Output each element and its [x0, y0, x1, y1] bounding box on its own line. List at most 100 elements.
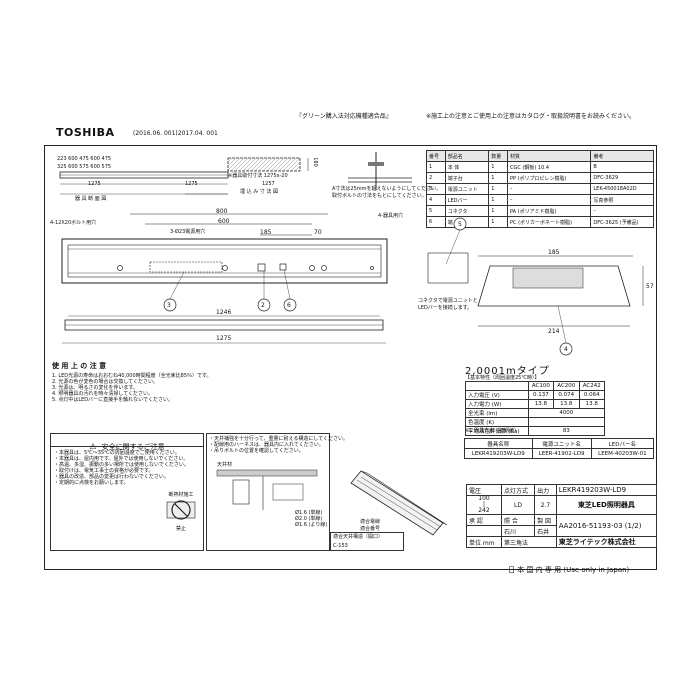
install-box: ・天井補強を十分行って、重量に耐える構造にしてください。 ・配線用のハーネスは、… [206, 433, 348, 551]
install-table-header: 適合天井構造（開口） [333, 534, 384, 540]
callout-3: 3 [167, 302, 171, 309]
check-label: 照 合 [500, 514, 536, 526]
drawing-no-cell: AA2016-51193-03 (1/2) [555, 514, 658, 537]
type-title: 2,0001mタイプ [465, 366, 550, 377]
table-row: 単位 mm 第三角法 東芝ライテック株式会社 [466, 536, 658, 548]
connector-label-2: LEDバーを接続します。 [418, 305, 473, 311]
side-svg [427, 217, 644, 356]
parts-cell: 1 [488, 172, 508, 184]
wire-cell: Ø1.6 (単線) [295, 510, 323, 516]
install-line: ・天井補強を十分行って、重量に耐える構造にしてください。 [209, 436, 349, 442]
parts-cell: – [506, 183, 592, 195]
japan-only: 日 本 国 内 専 用 (Use only in Japan) [508, 566, 630, 574]
spec-cell: 0.137 [527, 390, 555, 400]
parts-cell: 1 [426, 161, 446, 173]
parts-cell: 電源ユニット [444, 183, 490, 195]
safety-line: ・高温、多湿、振動の多い場所では使用しないでください。 [54, 462, 189, 468]
table-row: 承 認 照 合 製 図 AA2016-51193-03 (1/2) [466, 514, 658, 537]
side-drawing: 5 185 214 57 4 コネクタで電源ユニットと LEDバーを接続します。 [418, 208, 658, 362]
spec-cell [527, 417, 606, 427]
wire-cell: Ø2.0 (単線) [295, 516, 323, 522]
spec-cell: 0.074 [553, 390, 580, 400]
safety-line: ・取付けは、電気工事士の資格が必要です。 [54, 468, 154, 474]
section-svg [59, 171, 229, 195]
side-dim-185: 185 [548, 249, 560, 256]
bolt-note-2: 取付ボルトの寸法をもとにしてください。 [332, 193, 427, 199]
dim-1275-c: 1275 [216, 335, 232, 342]
wire-cell: Ø1.6 (より線) [295, 522, 328, 528]
prohibit-sub: 禁止 [175, 526, 186, 532]
table-row: 電圧 点灯方式 出力 LEKR419203W-LD9 [466, 484, 658, 496]
dim-600: 600 [218, 218, 230, 225]
dim-185: 185 [260, 229, 272, 236]
label-mount-holes: 4-器具用穴 [378, 213, 403, 219]
voltage-values: 100 | 242 [466, 495, 502, 515]
model-cell: LEDバー名 [590, 438, 655, 449]
spec-cell: 全光束 (lm) [465, 408, 529, 418]
drawing-number: AA2016-51193-03 [558, 521, 623, 530]
safety-header: ⚠ 安全に関するご注意 [51, 434, 203, 451]
safety-line: ・定期的に点検をお願いします。 [54, 480, 129, 486]
parts-header: 数量 [488, 150, 508, 162]
output-value: 2.7 [534, 495, 557, 515]
code-box: 適合天井構造（開口） C-153 [330, 532, 404, 551]
company-name: 東芝ライテック株式会社 [555, 536, 658, 548]
voltage-header: 電圧 [466, 484, 502, 496]
parts-header: 番号 [426, 150, 446, 162]
product-name: 東芝LED照明器具 [555, 495, 658, 515]
angle-label: 第三角法 [500, 536, 557, 548]
parts-cell: LEK-450018A02D [590, 183, 654, 195]
toshiba-logo: TOSHIBA [56, 126, 115, 139]
callout-6: 6 [287, 302, 291, 309]
draw-label: 製 図 [534, 514, 557, 526]
model-cell: LEEM-40203W-01 [590, 448, 655, 459]
embed-caption: 埋 込 み 寸 法 図 [240, 189, 278, 195]
spec-caption: 【基本特性（周囲温度25℃時）】 [465, 375, 540, 381]
parts-cell: – [506, 194, 592, 206]
voltage-value: 100 [478, 495, 490, 502]
safety-title: 安全に関するご注意 [101, 443, 165, 451]
dim-800: 800 [216, 208, 228, 215]
drawing-sheet [44, 145, 657, 570]
model-name: LEKR419203W-LD9 [555, 484, 658, 496]
parts-header: 材質 [506, 150, 592, 162]
table-row: 100 | 242 LD 2.7 東芝LED照明器具 [466, 495, 658, 515]
dim-1246: 1246 [216, 309, 232, 316]
spec-cell: 13.8 [527, 399, 555, 409]
table-row: 色温度 (K) [465, 417, 606, 427]
wire-header: 適合電線 [360, 519, 381, 525]
code-label: 適合番号 [360, 526, 381, 532]
parts-cell: DFC-3625 (予備品) [590, 216, 654, 228]
warning-icon: ⚠ [89, 442, 97, 451]
install-line: ・吊りボルトの位置を確認してください。 [209, 448, 304, 454]
spec-footnote: ※1 器具光束（初期値） [465, 428, 519, 434]
side-dim-214: 214 [548, 328, 560, 335]
connector-label: コネクタで電源ユニットと [418, 298, 478, 304]
code-value: C-153 [333, 543, 348, 549]
label-bolt-holes: 4-12X20ボルト用穴 [50, 220, 97, 226]
dim-70: 70 [314, 229, 322, 236]
side-callout-5: 5 [458, 221, 462, 228]
parts-cell: B [590, 161, 654, 173]
dims-top-2: 325 600 575 600 575 [57, 164, 112, 170]
table-row: 全光束 (lm)4000 [465, 408, 606, 418]
parts-cell: 本 体 [444, 161, 490, 173]
approve-label: 承 認 [466, 514, 502, 526]
page-number: (1/2) [624, 521, 642, 530]
parts-cell: 1 [488, 194, 508, 206]
safety-line: ・器具の改造、部品の変更は行わないでください。 [54, 474, 169, 480]
product-sketch [350, 470, 448, 536]
label-power-holes: 3-Ø23電源用穴 [170, 229, 206, 235]
model-cell: LEKR419203W-LD9 [464, 448, 533, 459]
title-block: 電圧 点灯方式 出力 LEKR419203W-LD9 100 | 242 LD … [466, 484, 658, 548]
parts-header: 部品名 [444, 150, 490, 162]
spec-cell [465, 381, 529, 391]
spec-cell: 4000 [527, 408, 606, 418]
embed-dim: 1257 [262, 181, 275, 187]
